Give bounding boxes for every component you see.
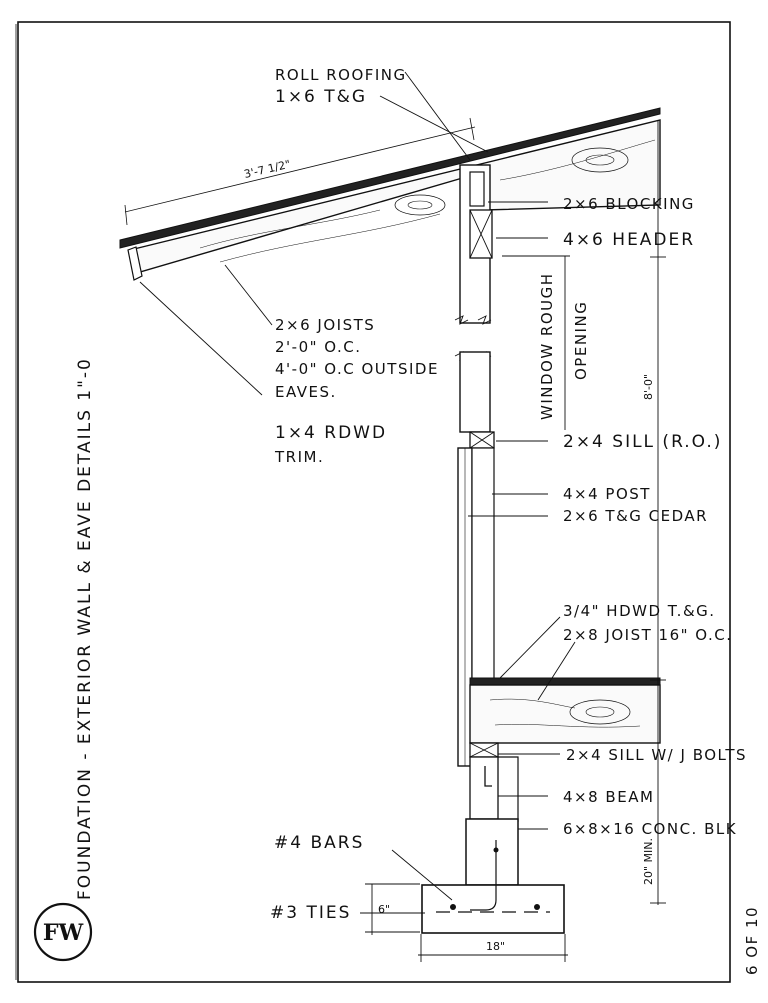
label-roll-roofing: ROLL ROOFING — [275, 66, 407, 84]
label-window-2: OPENING — [572, 301, 590, 380]
footing-thickness-text: 6" — [378, 903, 390, 916]
sheet-border — [17, 21, 731, 983]
label-cedar: 2×6 T&G CEDAR — [563, 507, 708, 525]
label-beam: 4×8 BEAM — [563, 788, 654, 806]
window-dimension — [502, 255, 570, 430]
fw-stamp-icon: FW — [33, 902, 93, 962]
drawing-title: FOUNDATION - EXTERIOR WALL & EAVE DETAIL… — [75, 357, 95, 900]
floor-assembly — [469, 677, 661, 822]
label-trim-1: 1×4 RDWD — [275, 423, 387, 443]
label-header: 4×6 HEADER — [563, 230, 695, 250]
label-window-1: WINDOW ROUGH — [538, 272, 556, 420]
roof-assembly — [119, 107, 661, 281]
label-hdwd: 3/4" HDWD T.&G. — [563, 602, 716, 620]
height-dimension: 8'-0" 20" MIN. — [642, 120, 666, 905]
label-bars: #4 BARS — [274, 833, 364, 853]
label-post: 4×4 POST — [563, 485, 651, 503]
label-ties: #3 TIES — [270, 903, 351, 923]
sheet-number: 6 OF 10 — [743, 906, 761, 975]
label-conc-blk: 6×8×16 CONC. BLK — [563, 820, 737, 838]
label-joists-4: EAVES. — [275, 383, 337, 401]
label-blocking: 2×6 BLOCKING — [563, 195, 695, 213]
footing-dimensions: 6" 18" — [365, 883, 568, 962]
label-sill-ro: 2×4 SILL (R.O.) — [563, 432, 722, 452]
height-dim-text: 8'-0" — [642, 374, 655, 400]
label-joists-2: 2'-0" O.C. — [275, 338, 362, 356]
foundation — [421, 818, 565, 934]
wall-section — [454, 164, 495, 767]
label-joist-2x8: 2×8 JOIST 16" O.C. — [563, 626, 733, 644]
label-trim-2: TRIM. — [274, 448, 324, 466]
leader-lines — [139, 71, 576, 914]
footing-depth-text: 20" MIN. — [642, 838, 655, 885]
label-1x6-tg: 1×6 T&G — [275, 87, 367, 107]
label-joists-3: 4'-0" O.C OUTSIDE — [275, 360, 439, 378]
label-sill-bolts: 2×4 SILL W/ J BOLTS — [566, 746, 747, 764]
svg-text:FW: FW — [43, 920, 84, 946]
footing-width-text: 18" — [486, 940, 505, 953]
label-joists-1: 2×6 JOISTS — [275, 316, 375, 334]
